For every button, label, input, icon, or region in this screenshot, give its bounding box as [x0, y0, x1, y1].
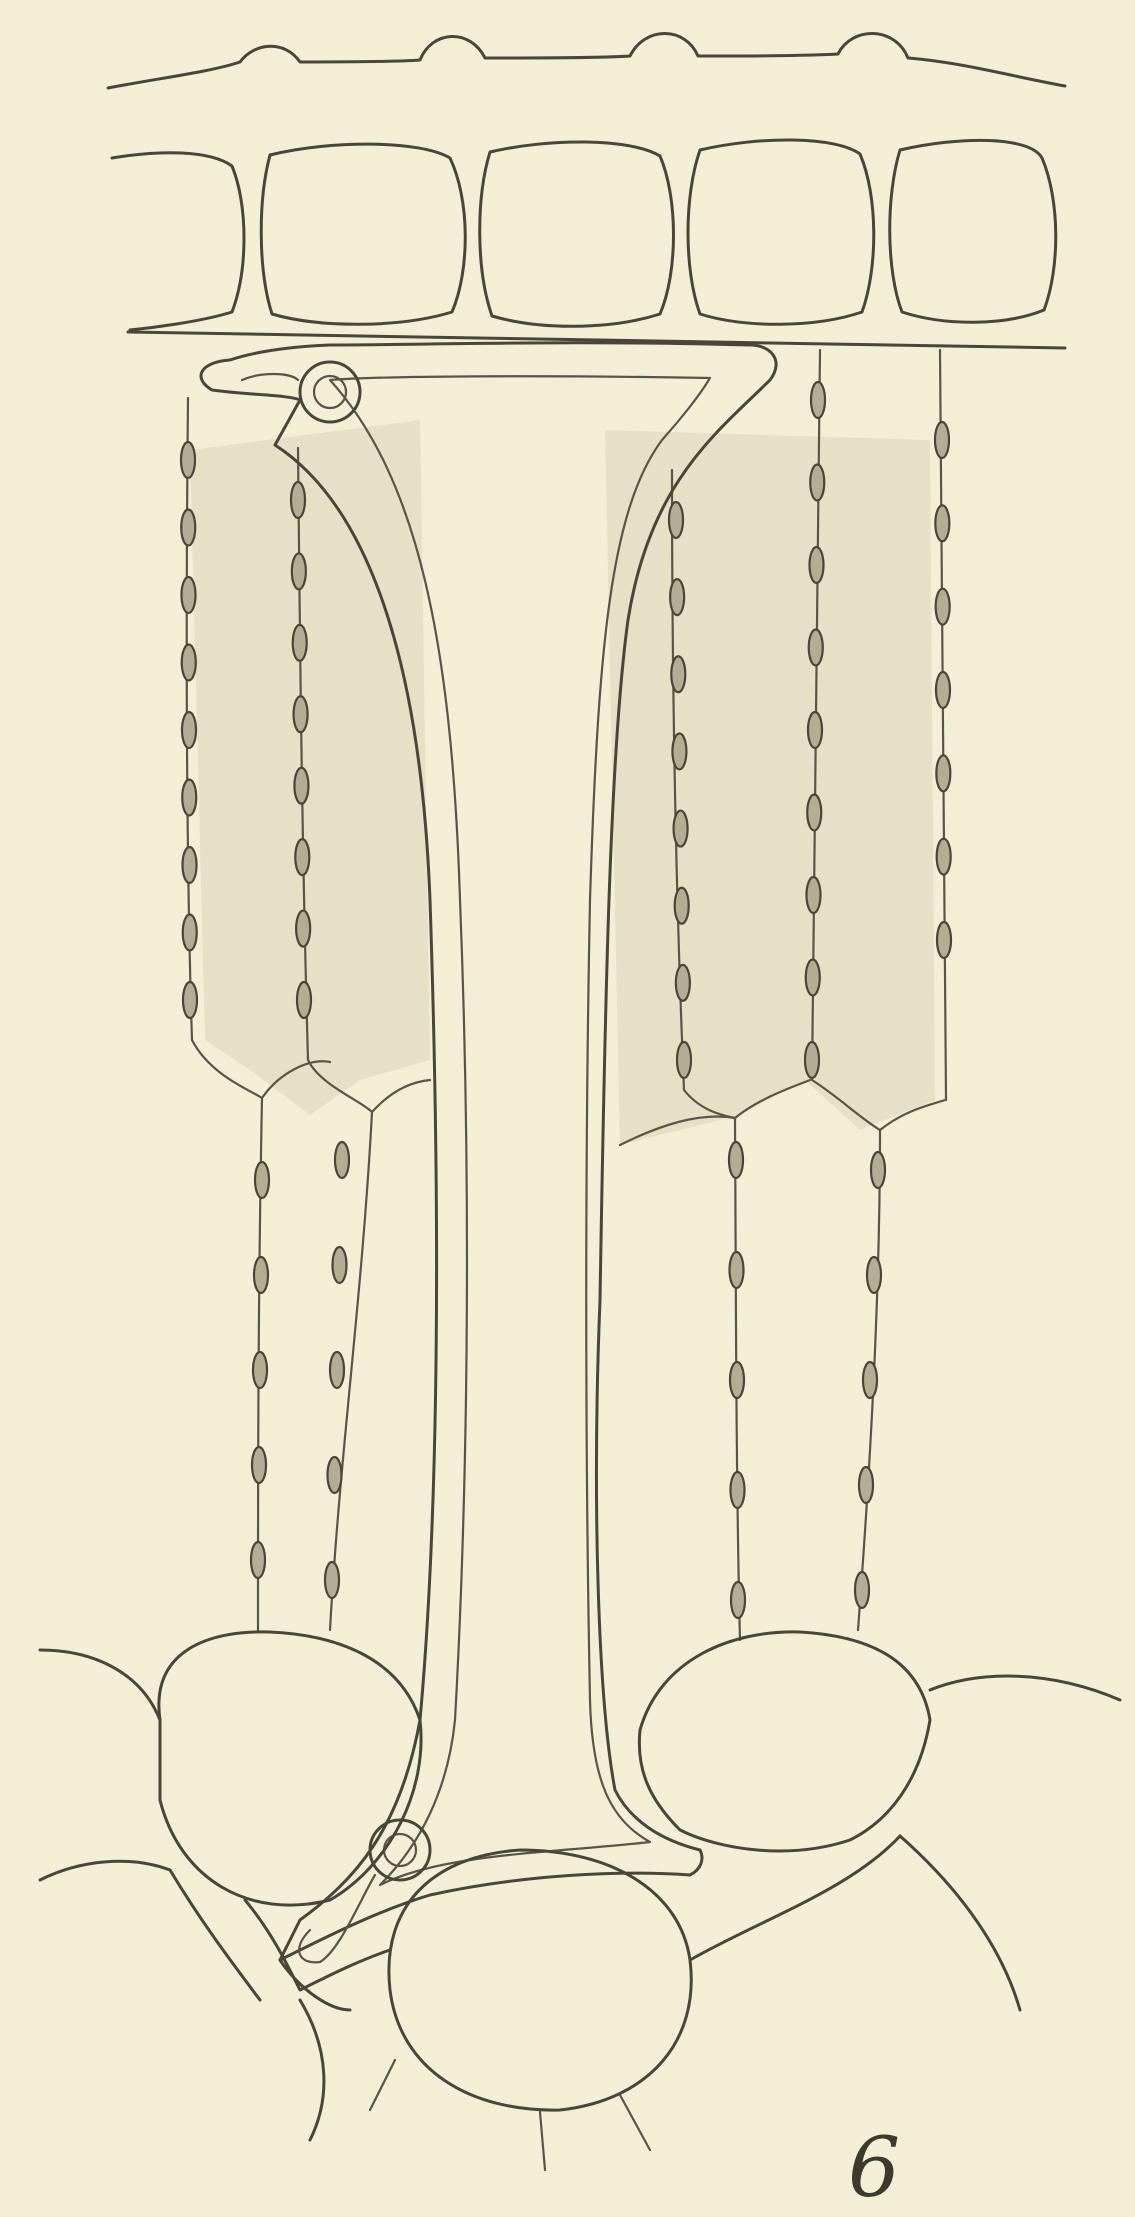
nucleus	[182, 577, 196, 613]
nucleus	[805, 1042, 819, 1078]
nucleus	[182, 780, 196, 816]
nucleus	[677, 1042, 691, 1078]
nucleus	[294, 696, 308, 732]
nucleus	[811, 382, 825, 418]
nucleus	[731, 1472, 745, 1508]
nucleus	[293, 625, 307, 661]
nucleus	[325, 1562, 339, 1598]
nucleus	[183, 982, 197, 1018]
nucleus	[182, 712, 196, 748]
nucleus	[810, 547, 824, 583]
nucleus	[253, 1352, 267, 1388]
figure-number: 6	[848, 2128, 900, 2210]
nucleus	[672, 733, 686, 769]
nucleus	[330, 1352, 344, 1388]
nucleus	[251, 1542, 265, 1578]
nucleus	[871, 1152, 885, 1188]
nucleus	[935, 422, 949, 458]
nucleus	[675, 888, 689, 924]
nucleus	[328, 1457, 342, 1493]
nucleus	[294, 768, 308, 804]
nucleus	[859, 1467, 873, 1503]
nucleus	[182, 645, 196, 681]
epidermis-cells	[112, 140, 1065, 348]
nucleus	[291, 482, 305, 518]
nucleus	[674, 811, 688, 847]
nucleus	[183, 915, 197, 951]
nucleus	[731, 1582, 745, 1618]
pit-bottom	[370, 1820, 430, 1880]
nucleus	[863, 1362, 877, 1398]
nucleus	[807, 795, 821, 831]
nucleus	[670, 579, 684, 615]
nucleus	[808, 712, 822, 748]
nucleus	[254, 1257, 268, 1293]
nucleus	[669, 502, 683, 538]
nucleus	[936, 755, 950, 791]
nucleus	[676, 965, 690, 1001]
nucleus	[730, 1252, 744, 1288]
cuticle-line	[108, 33, 1065, 88]
nucleus	[937, 922, 951, 958]
nucleus	[809, 630, 823, 666]
nucleus	[295, 839, 309, 875]
nucleus	[806, 960, 820, 996]
nucleus	[296, 911, 310, 947]
nucleus	[252, 1447, 266, 1483]
nucleus	[936, 589, 950, 625]
nucleus	[671, 656, 685, 692]
pit-top	[300, 362, 360, 422]
nucleus	[183, 847, 197, 883]
nucleus	[855, 1572, 869, 1608]
nucleus	[181, 442, 195, 478]
nucleus	[297, 982, 311, 1018]
nucleus	[935, 505, 949, 541]
nucleus	[936, 672, 950, 708]
nucleus	[730, 1362, 744, 1398]
nucleus	[810, 465, 824, 501]
nucleus	[937, 839, 951, 875]
nucleus	[729, 1142, 743, 1178]
nucleus	[181, 510, 195, 546]
nucleus	[807, 877, 821, 913]
lower-round-cells	[40, 1632, 1120, 2170]
nucleus	[333, 1247, 347, 1283]
nucleus	[255, 1162, 269, 1198]
nucleus	[335, 1142, 349, 1178]
nucleus	[867, 1257, 881, 1293]
nucleus	[292, 553, 306, 589]
